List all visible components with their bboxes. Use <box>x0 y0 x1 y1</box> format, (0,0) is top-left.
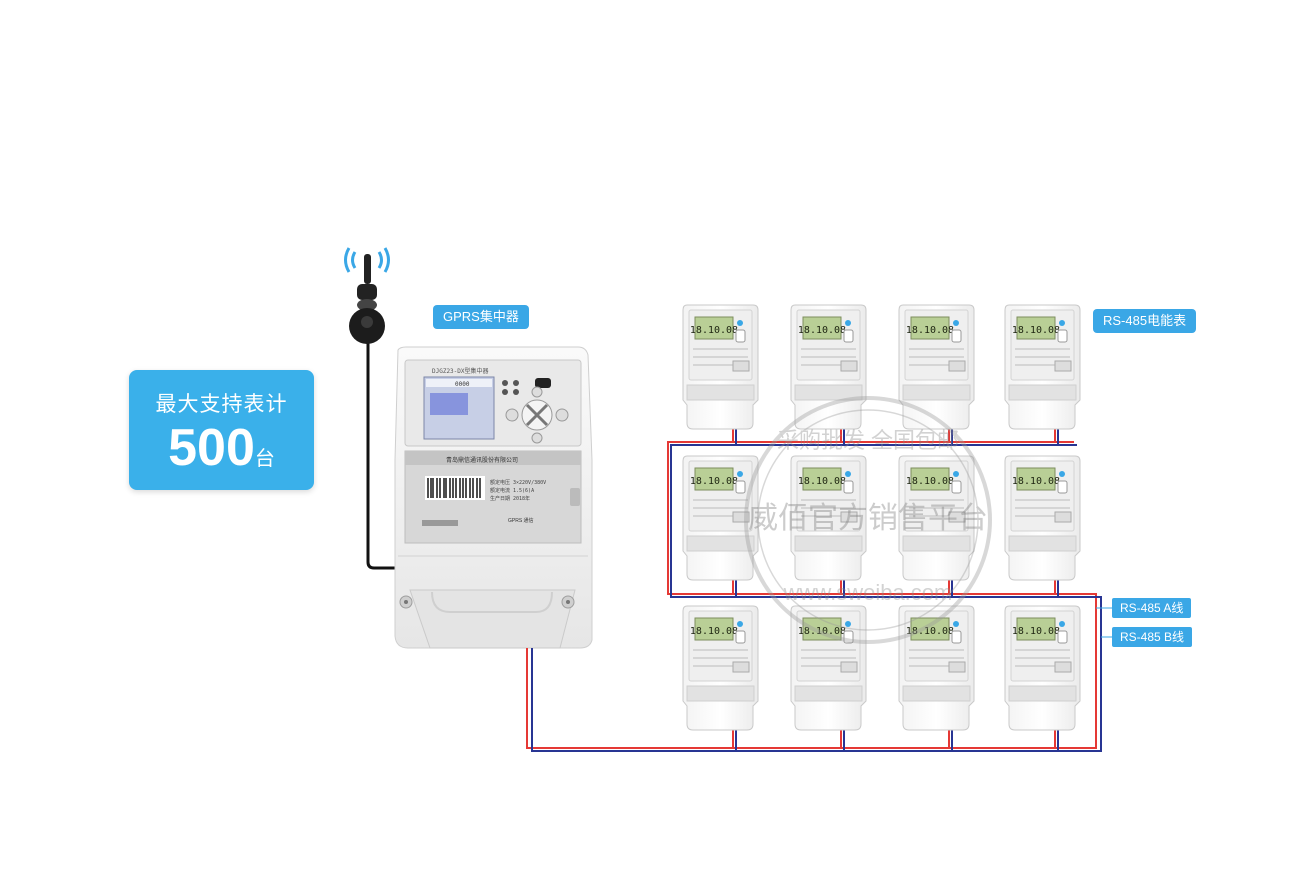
label-rs485-meter: RS-485电能表 <box>1093 309 1197 333</box>
rs485-meter: 18.10.08 <box>790 304 867 430</box>
watermark-url: www.sweiba.com <box>783 580 953 605</box>
rs485-meter: 18.10.08 <box>790 455 867 581</box>
meter-display: 18.10.08 <box>906 626 954 637</box>
antenna-cable <box>366 330 395 570</box>
capacity-unit: 台 <box>254 446 275 470</box>
meter-display: 18.10.08 <box>690 476 738 487</box>
wire-b-trunk <box>531 444 1102 752</box>
rs485-meter: 18.10.08 <box>898 455 975 581</box>
watermark: 威佰官方销售平台 采购批发 全国包邮 www.sweiba.com <box>744 396 992 644</box>
watermark-main: 威佰官方销售平台 <box>748 502 988 535</box>
svg-text:额定电流 1.5(6)A: 额定电流 1.5(6)A <box>490 487 534 494</box>
antenna-icon <box>344 247 390 344</box>
meter-display: 18.10.08 <box>1012 626 1060 637</box>
rs485-meter: 18.10.08 <box>898 304 975 430</box>
svg-text:额定电压 3×220V/380V: 额定电压 3×220V/380V <box>490 479 546 486</box>
rs485-meter: 18.10.08 <box>1004 605 1081 731</box>
capacity-caption: 最大支持表计 <box>155 392 288 416</box>
meter-grid: 18.10.08 18.10.08 18.10.08 18.10.08 18.10.08… <box>682 304 1081 731</box>
concentrator-company: 青岛鼎信通讯股份有限公司 <box>446 456 518 464</box>
rs485-meter: 18.10.08 <box>898 605 975 731</box>
meter-display: 18.10.08 <box>690 626 738 637</box>
concentrator-screen-value: 0000 <box>455 381 470 388</box>
capacity-number: 500 <box>168 419 255 477</box>
rs485-meter: 18.10.08 <box>682 455 759 581</box>
watermark-top: 采购批发 全国包邮 <box>777 428 959 453</box>
wire-a-trunk <box>526 441 1097 749</box>
rs485-meter: 18.10.08 <box>682 605 759 731</box>
rs485-bus-wires <box>526 429 1112 752</box>
gprs-concentrator-device: DJGZ23-DX型集中器 0000 额定电压 3×220V/380V 额定电流… <box>394 346 593 649</box>
label-gprs-concentrator: GPRS集中器 <box>433 305 529 329</box>
meter-display: 18.10.08 <box>1012 325 1060 336</box>
meter-display: 18.10.08 <box>798 325 846 336</box>
rs485-meter: 18.10.08 <box>1004 455 1081 581</box>
concentrator-comm-label: GPRS 通信 <box>508 517 534 524</box>
meter-display: 18.10.08 <box>906 325 954 336</box>
barcode <box>425 476 485 500</box>
meter-display: 18.10.08 <box>906 476 954 487</box>
wire-drops-a <box>732 429 1056 748</box>
rs485-meter: 18.10.08 <box>1004 304 1081 430</box>
meter-display: 18.10.08 <box>690 325 738 336</box>
svg-text:生产日期 2018年: 生产日期 2018年 <box>490 495 530 502</box>
rs485-meter: 18.10.08 <box>682 304 759 430</box>
meter-display: 18.10.08 <box>1012 476 1060 487</box>
concentrator-buttons <box>502 378 569 444</box>
capacity-card: 最大支持表计 500台 <box>129 370 314 490</box>
concentrator-model: DJGZ23-DX型集中器 <box>432 367 489 375</box>
meter-display: 18.10.08 <box>798 476 846 487</box>
meter-display: 18.10.08 <box>798 626 846 637</box>
wire-drops-b <box>735 429 1059 751</box>
rs485-meter: 18.10.08 <box>790 605 867 731</box>
label-rs485-a-line: RS-485 A线 <box>1112 598 1192 618</box>
label-rs485-b-line: RS-485 B线 <box>1112 627 1193 647</box>
